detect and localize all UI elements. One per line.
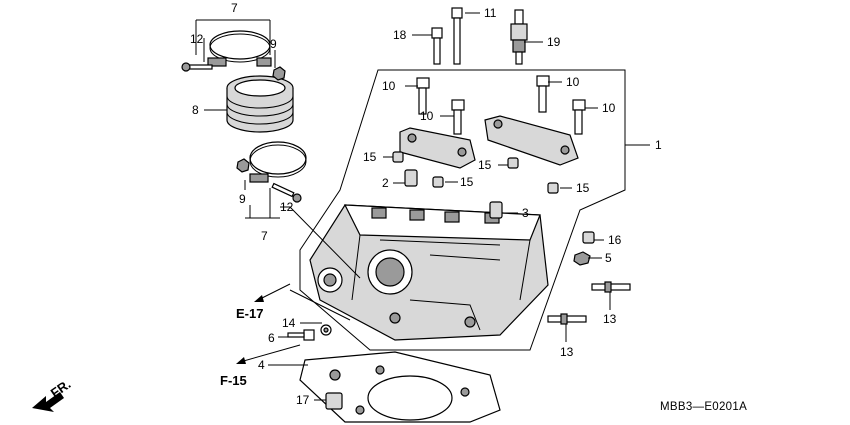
callouts: 7 12 9 8 9 12 7 11 18 19 10 10 10 10 1 1… [190,1,662,407]
assembly-outline [299,69,626,351]
washer-14 [320,324,332,336]
callout-12-top: 12 [190,32,204,46]
callout-2: 2 [382,176,389,190]
front-label: FR. [48,376,74,400]
stud-13-left [547,313,587,325]
callout-15-d: 15 [576,181,590,195]
dowel-15-c [507,157,519,169]
callout-10-b: 10 [420,109,434,123]
ref-label-f15: F-15 [220,373,247,388]
screw-12-lower [271,182,302,203]
cam-holder-left [399,127,476,169]
callout-10-d: 10 [602,101,616,115]
front-arrow-icon [32,392,64,412]
callout-13-left: 13 [560,345,574,359]
callout-17: 17 [296,393,310,407]
callout-15-a: 15 [363,150,377,164]
callout-1: 1 [655,138,662,152]
callout-4: 4 [258,358,265,372]
callout-14: 14 [282,316,296,330]
dowel-2 [404,169,418,187]
callout-16: 16 [608,233,622,247]
cam-holder-right [484,115,579,166]
bolt-10-b [451,99,465,135]
dowel-15-b [432,176,444,188]
cylinder-head-gasket [299,351,501,423]
dowel-16 [582,231,595,244]
callout-11: 11 [484,6,497,20]
ref-arrow-f15 [236,344,301,364]
diagram-code: MBB3—E0201A [660,401,747,413]
callout-10-c: 10 [566,75,580,89]
leader-lines [195,12,650,401]
callout-6: 6 [268,331,275,345]
dowel-17 [325,392,343,410]
clamp-upper [207,30,272,67]
callout-7-bottom: 7 [261,229,268,243]
bolt-6 [287,329,315,341]
cylinder-head [309,204,549,341]
callout-3: 3 [522,206,529,220]
bolt-10-c [536,75,550,113]
callout-15-c: 15 [478,158,492,172]
callout-10-a: 10 [382,79,396,93]
callout-15-b: 15 [460,175,474,189]
stud-13-right [591,281,631,293]
ref-arrow-e17 [254,283,291,302]
callout-9-top: 9 [270,37,277,51]
clamp-lower [249,141,307,183]
screw-12-upper [181,62,213,72]
bolt-11 [451,7,463,65]
dowel-3 [489,201,503,219]
callout-7-top: 7 [231,1,238,15]
nut-9-lower [236,158,250,173]
callout-13-right: 13 [603,312,617,326]
spark-plug [510,9,528,65]
callout-8: 8 [192,103,199,117]
bolt-10-a [416,77,430,115]
callout-18: 18 [393,28,407,42]
callout-19: 19 [547,35,561,49]
callout-12-bottom: 12 [280,200,294,214]
nut-5 [573,251,591,266]
insulator-boot [226,75,294,133]
callout-9-bottom: 9 [239,192,246,206]
dowel-15-a [392,151,404,163]
nut-9-upper [272,66,286,81]
ref-label-e17: E-17 [236,306,263,321]
dowel-15-d [547,182,559,194]
bolt-18 [431,27,443,65]
bolt-10-d [572,99,586,135]
callout-5: 5 [605,251,612,265]
